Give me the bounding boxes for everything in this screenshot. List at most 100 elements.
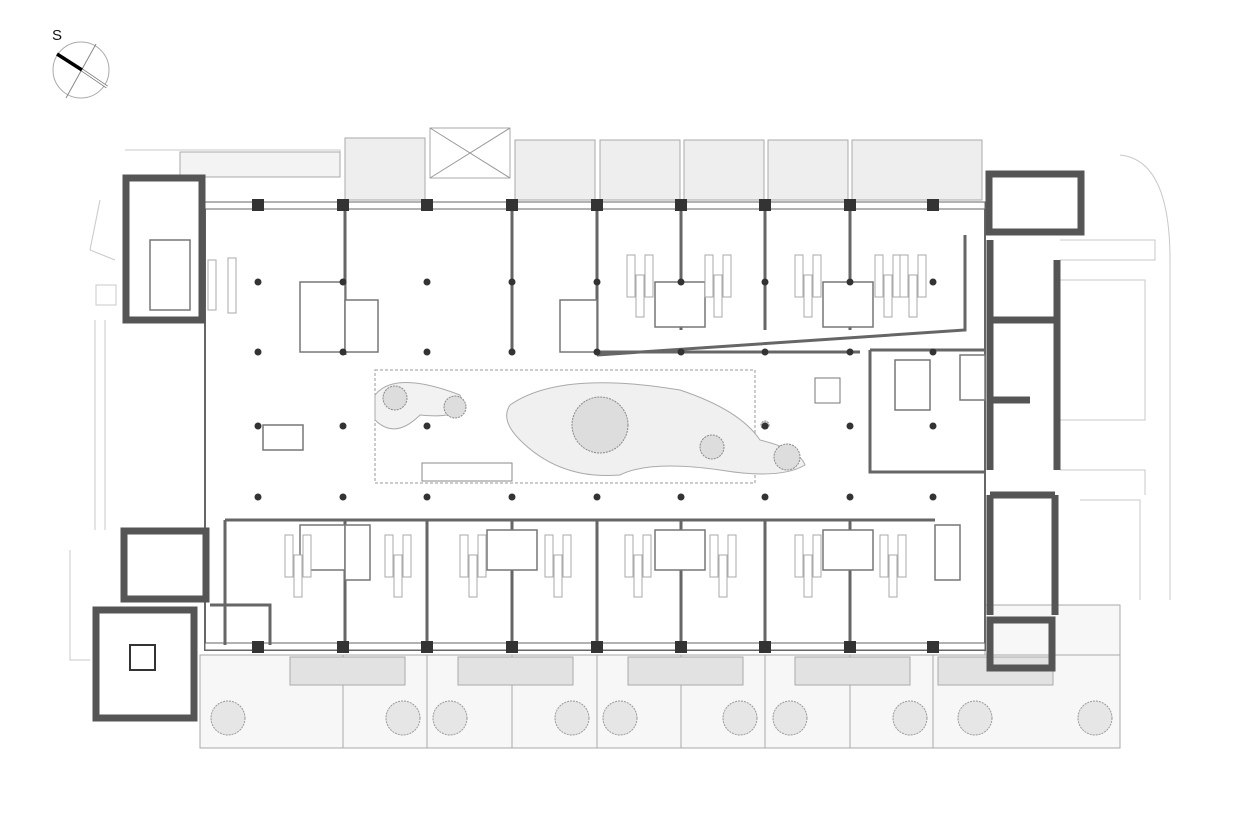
- tree-icon: [722, 700, 758, 736]
- column: [593, 348, 601, 356]
- north-arrow-icon: [52, 41, 110, 99]
- terrace-pad: [457, 656, 574, 686]
- bed: [284, 534, 294, 578]
- bed: [879, 534, 889, 578]
- bed: [477, 534, 487, 578]
- bed: [874, 254, 884, 298]
- column: [254, 278, 262, 286]
- bed: [633, 554, 643, 598]
- bed: [393, 554, 403, 598]
- bed: [644, 254, 654, 298]
- tree-icon: [602, 700, 638, 736]
- column: [254, 493, 262, 501]
- bed: [709, 534, 719, 578]
- bed: [459, 534, 469, 578]
- bed: [553, 554, 563, 598]
- tree-icon: [773, 443, 801, 471]
- facade-pier: [252, 641, 264, 653]
- tree-icon: [432, 700, 468, 736]
- counter: [227, 257, 237, 314]
- column: [761, 493, 769, 501]
- facade-pier: [252, 199, 264, 211]
- columns: [252, 199, 939, 653]
- facade-pier: [675, 199, 687, 211]
- column: [846, 348, 854, 356]
- facade-pier: [759, 641, 771, 653]
- bed: [562, 534, 572, 578]
- tree-icon: [385, 700, 421, 736]
- column: [254, 422, 262, 430]
- bed: [626, 254, 636, 298]
- tree-icon: [1077, 700, 1113, 736]
- facade-pier: [421, 641, 433, 653]
- tree-icon: [892, 700, 928, 736]
- bed: [812, 534, 822, 578]
- bed: [402, 534, 412, 578]
- column: [761, 278, 769, 286]
- bed: [794, 534, 804, 578]
- bed: [302, 534, 312, 578]
- bed: [722, 254, 732, 298]
- facade-pier: [421, 199, 433, 211]
- facade-pier: [927, 199, 939, 211]
- site-context: [69, 149, 1171, 661]
- facade-pier: [844, 199, 856, 211]
- column: [677, 278, 685, 286]
- column: [423, 348, 431, 356]
- bed: [718, 554, 728, 598]
- tree-icon: [772, 700, 808, 736]
- column: [339, 348, 347, 356]
- stair-core: [129, 644, 156, 671]
- facade-pier: [591, 199, 603, 211]
- column: [761, 422, 769, 430]
- bed: [899, 254, 909, 298]
- column: [677, 493, 685, 501]
- facade-pier: [675, 641, 687, 653]
- bed: [713, 274, 723, 318]
- column: [761, 348, 769, 356]
- facade-pier: [337, 641, 349, 653]
- column: [846, 493, 854, 501]
- bed: [704, 254, 714, 298]
- tree-icon: [554, 700, 590, 736]
- facade-pier: [506, 199, 518, 211]
- bed: [384, 534, 394, 578]
- terrace-pad: [794, 656, 911, 686]
- bed: [897, 534, 907, 578]
- north-arrow-label: S: [52, 27, 63, 44]
- column: [423, 278, 431, 286]
- column: [508, 348, 516, 356]
- bed: [908, 274, 918, 318]
- north-balconies: [179, 127, 983, 201]
- bed: [794, 254, 804, 298]
- tree-icon: [210, 700, 246, 736]
- bed: [642, 534, 652, 578]
- column: [846, 278, 854, 286]
- column: [677, 348, 685, 356]
- terrace-pad: [627, 656, 744, 686]
- facade-pier: [844, 641, 856, 653]
- column: [508, 493, 516, 501]
- counter: [207, 259, 217, 311]
- bed: [293, 554, 303, 598]
- tree-icon: [443, 395, 467, 419]
- column: [508, 278, 516, 286]
- facade-pier: [759, 199, 771, 211]
- column: [339, 422, 347, 430]
- column: [929, 493, 937, 501]
- bed: [888, 554, 898, 598]
- bed: [812, 254, 822, 298]
- column: [929, 278, 937, 286]
- column: [593, 493, 601, 501]
- tree-icon: [699, 434, 725, 460]
- bed: [624, 534, 634, 578]
- column: [929, 422, 937, 430]
- column: [254, 348, 262, 356]
- column: [846, 422, 854, 430]
- tree-icon: [571, 396, 629, 454]
- column: [339, 493, 347, 501]
- facade-pier: [337, 199, 349, 211]
- bed: [468, 554, 478, 598]
- facade-pier: [927, 641, 939, 653]
